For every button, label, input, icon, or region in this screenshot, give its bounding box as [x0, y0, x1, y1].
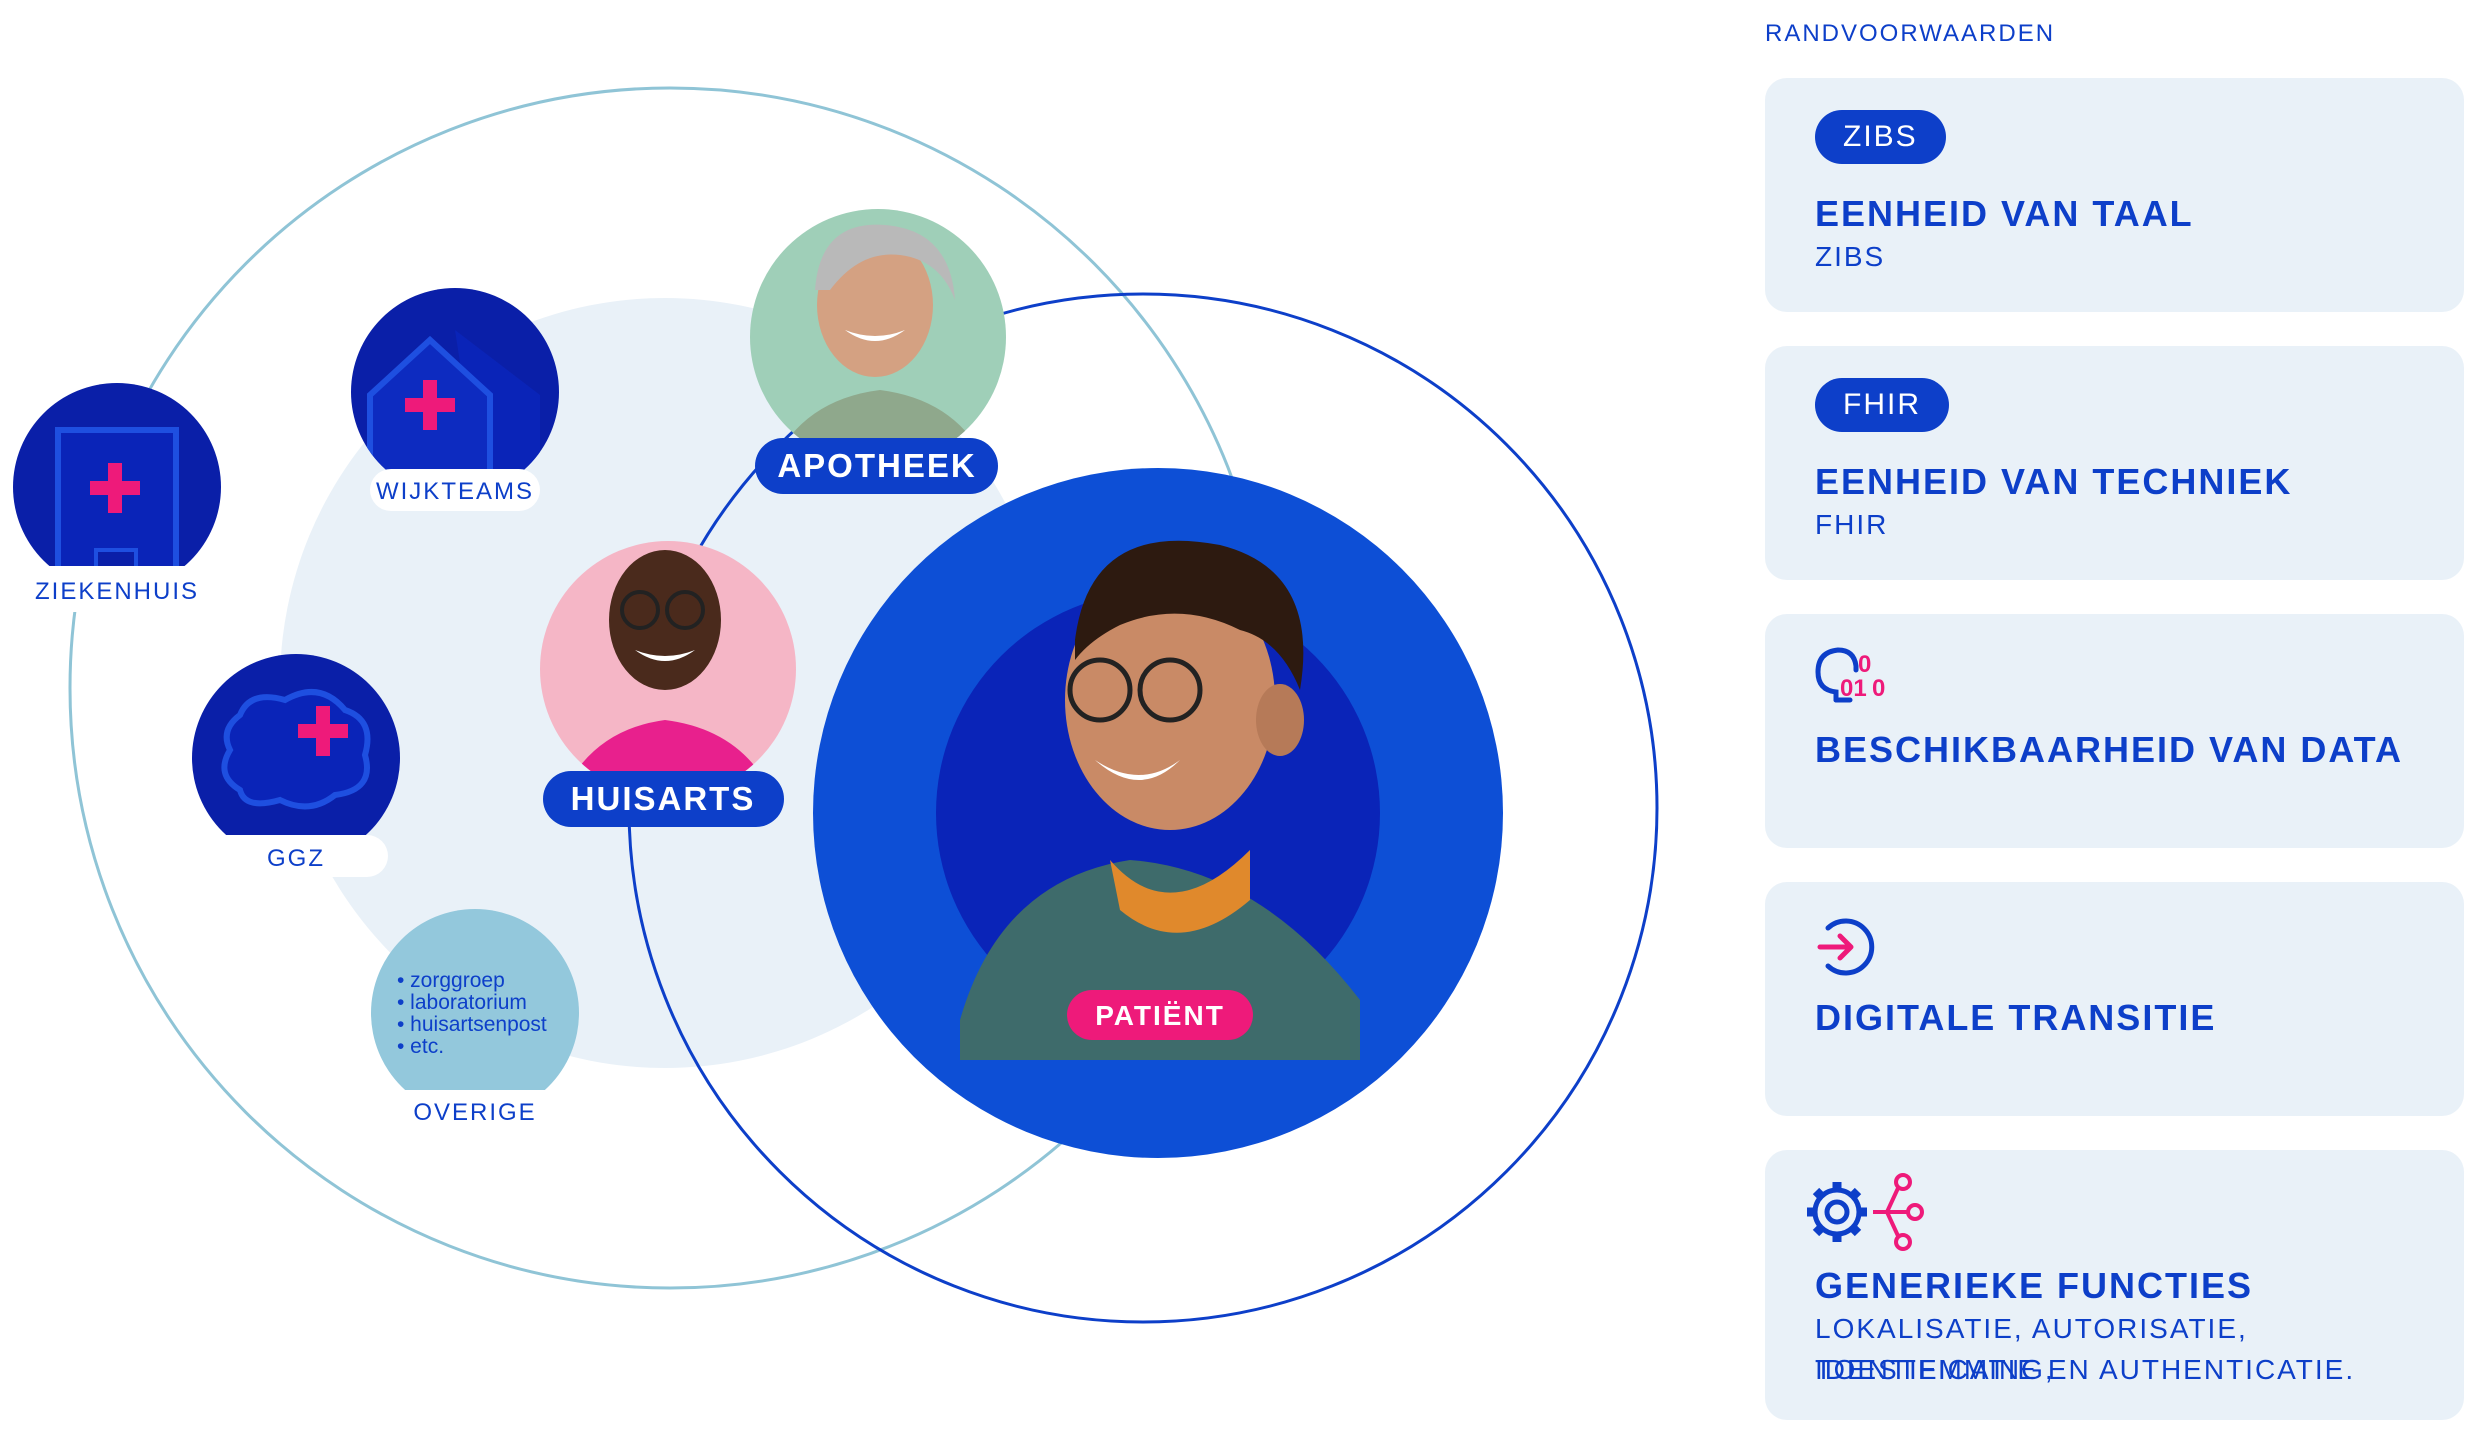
ggz-node[interactable]: GGZ [192, 654, 400, 877]
huisarts-label: HUISARTS [571, 780, 756, 817]
overige-item: • huisartsenpost [397, 1013, 547, 1036]
gear-network-icon [1807, 1173, 1924, 1251]
fhir-badge: FHIR [1815, 378, 1949, 432]
overige-item: • laboratorium [397, 991, 527, 1014]
card-heading: EENHEID VAN TAAL [1815, 193, 2194, 234]
card-heading: EENHEID VAN TECHNIEK [1815, 461, 2293, 502]
patient-photo [960, 540, 1360, 1060]
card-heading: DIGITALE TRANSITIE [1815, 997, 2217, 1038]
arrow-in-circle-icon [1817, 918, 1875, 976]
patient-label: PATIËNT [1095, 1000, 1225, 1031]
ziekenhuis-node[interactable]: ZIEKENHUIS [12, 383, 222, 612]
card-subtext-line: LOKALISATIE, AUTORISATIE, TOESTEMMING, [1815, 1313, 2248, 1385]
huisarts-node[interactable]: HUISARTS [540, 541, 796, 827]
overige-item: • zorggroep [397, 969, 505, 992]
randvoorwaarden-title: RANDVOORWAARDEN [1765, 20, 2056, 47]
head-binary-data-icon: 0 01 0 [1815, 647, 1885, 703]
card-eenheid-van-techniek[interactable]: FHIR EENHEID VAN TECHNIEK FHIR [1765, 346, 2464, 580]
ziekenhuis-label: ZIEKENHUIS [35, 578, 199, 605]
card-subtext: FHIR [1815, 509, 1889, 540]
card-heading: BESCHIKBAARHEID VAN DATA [1815, 729, 2403, 770]
overige-item: • etc. [397, 1035, 444, 1058]
card-heading: GENERIEKE FUNCTIES [1815, 1265, 2254, 1306]
zibs-badge: ZIBS [1815, 110, 1946, 164]
overige-label: OVERIGE [413, 1099, 536, 1126]
card-subtext: ZIBS [1815, 241, 1886, 272]
svg-text:0: 0 [1858, 651, 1871, 678]
card-digitale-transitie[interactable]: DIGITALE TRANSITIE [1765, 882, 2464, 1116]
network-diagram: ZIEKENHUIS WIJKTEAMS GGZ • zorggroep [12, 86, 1659, 1324]
apotheek-label: APOTHEEK [777, 447, 976, 484]
wijkteams-label: WIJKTEAMS [376, 478, 534, 505]
card-eenheid-van-taal[interactable]: ZIBS EENHEID VAN TAAL ZIBS [1765, 78, 2464, 312]
patient-node[interactable]: PATIËNT [1067, 990, 1253, 1040]
card-subtext-line: IDENTIFICATIE EN AUTHENTICATIE. [1815, 1354, 2356, 1385]
overige-node[interactable]: • zorggroep • laboratorium • huisartsenp… [370, 909, 580, 1132]
card-generieke-functies[interactable]: GENERIEKE FUNCTIES LOKALISATIE, AUTORISA… [1765, 1150, 2464, 1420]
card-beschikbaarheid-van-data[interactable]: 0 01 0 BESCHIKBAARHEID VAN DATA [1765, 614, 2464, 848]
apotheek-node[interactable]: APOTHEEK [750, 209, 1006, 494]
svg-text:0: 0 [1872, 675, 1885, 702]
ggz-label: GGZ [267, 845, 325, 872]
speech-bubbles-plus-icon [221, 689, 371, 810]
wijkteams-node[interactable]: WIJKTEAMS [351, 288, 559, 511]
svg-text:01: 01 [1840, 675, 1867, 702]
